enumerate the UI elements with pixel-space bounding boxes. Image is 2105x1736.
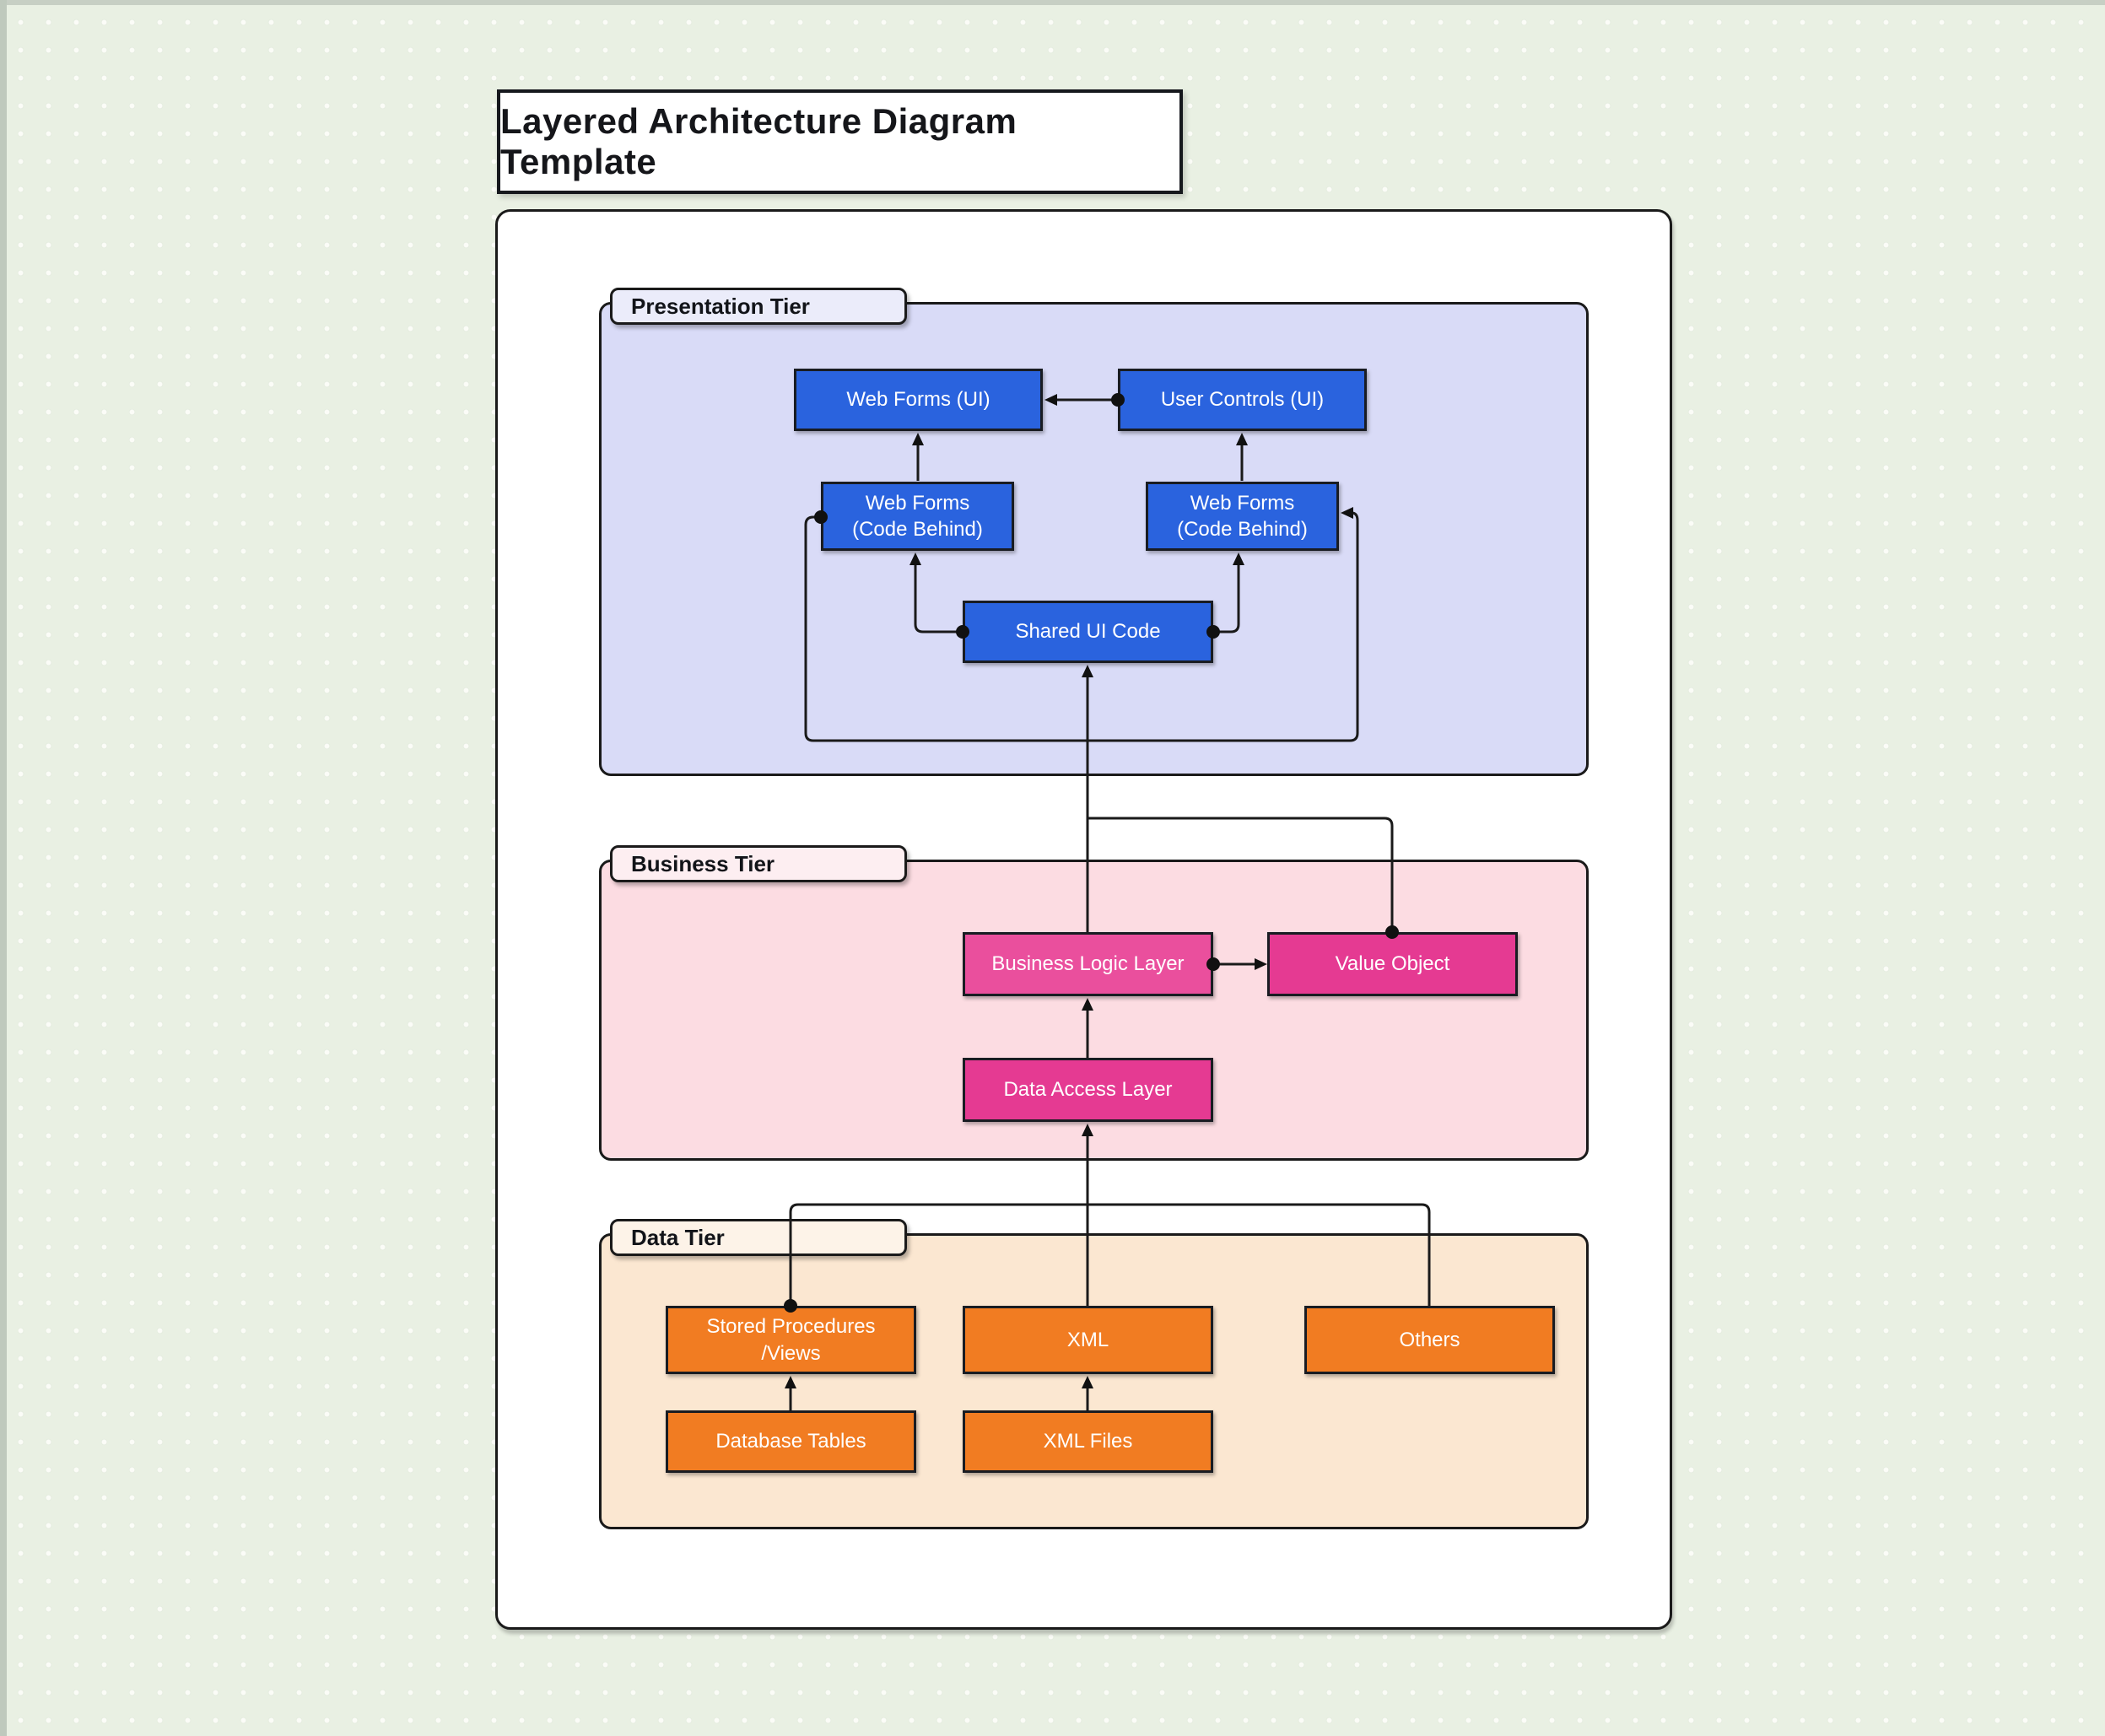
presentation-tier-tab[interactable]: Presentation Tier bbox=[610, 288, 907, 325]
node-others[interactable]: Others bbox=[1304, 1306, 1555, 1374]
node-xml[interactable]: XML bbox=[963, 1306, 1213, 1374]
node-user-controls-ui[interactable]: User Controls (UI) bbox=[1118, 369, 1367, 431]
node-xml-files[interactable]: XML Files bbox=[963, 1410, 1213, 1473]
node-web-forms-code-behind-left[interactable]: Web Forms (Code Behind) bbox=[821, 482, 1014, 551]
diagram-title: Layered Architecture Diagram Template bbox=[500, 101, 1017, 181]
node-database-tables[interactable]: Database Tables bbox=[666, 1410, 916, 1473]
business-tier-tab[interactable]: Business Tier bbox=[610, 845, 907, 882]
node-stored-procedures-views[interactable]: Stored Procedures /Views bbox=[666, 1306, 916, 1374]
canvas-left-edge bbox=[0, 0, 7, 1736]
canvas-top-edge bbox=[0, 0, 2105, 5]
node-web-forms-ui[interactable]: Web Forms (UI) bbox=[794, 369, 1043, 431]
data-tier-tab[interactable]: Data Tier bbox=[610, 1219, 907, 1256]
business-tier-label: Business Tier bbox=[631, 850, 775, 876]
data-tier-label: Data Tier bbox=[631, 1224, 725, 1250]
presentation-tier-section[interactable] bbox=[599, 302, 1589, 776]
node-data-access-layer[interactable]: Data Access Layer bbox=[963, 1058, 1213, 1122]
node-value-object[interactable]: Value Object bbox=[1267, 932, 1518, 996]
node-business-logic-layer[interactable]: Business Logic Layer bbox=[963, 932, 1213, 996]
presentation-tier-label: Presentation Tier bbox=[631, 293, 810, 319]
node-shared-ui-code[interactable]: Shared UI Code bbox=[963, 601, 1213, 663]
data-tier-section[interactable] bbox=[599, 1233, 1589, 1529]
node-web-forms-code-behind-right[interactable]: Web Forms (Code Behind) bbox=[1146, 482, 1339, 551]
diagram-title-box[interactable]: Layered Architecture Diagram Template bbox=[497, 89, 1183, 194]
